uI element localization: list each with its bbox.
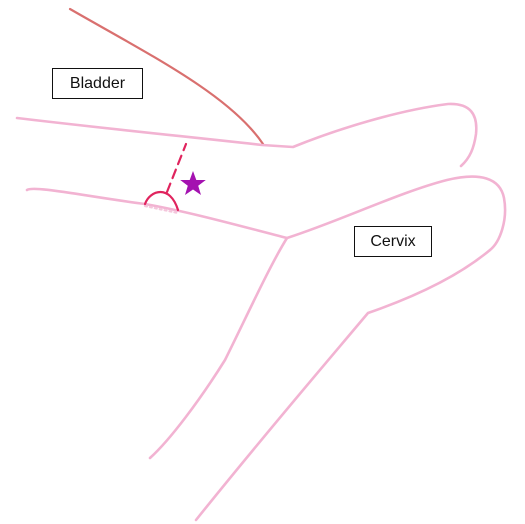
uterus-upper-outline [17, 104, 476, 166]
star-icon [180, 171, 206, 195]
cervix-label-text: Cervix [370, 233, 415, 251]
bladder-label-text: Bladder [70, 75, 125, 93]
cervix-label: Cervix [354, 226, 432, 257]
cervix-outer-outline [196, 250, 490, 520]
cervical-canal-inner [150, 238, 287, 458]
dashed-axis-line [167, 144, 186, 192]
uterus-lower-outline [27, 177, 505, 250]
bladder-label: Bladder [52, 68, 143, 99]
